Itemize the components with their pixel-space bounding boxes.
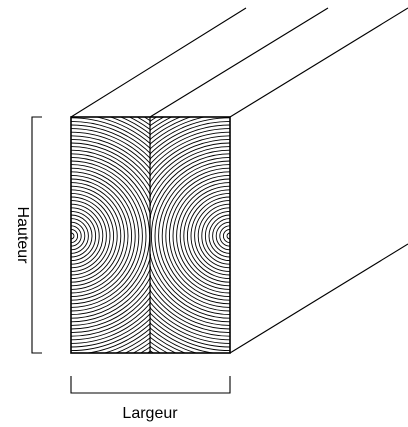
growth-ring <box>176 182 230 290</box>
width-label: Largeur <box>122 405 178 422</box>
growth-ring <box>71 232 75 240</box>
growth-ring <box>201 207 230 265</box>
growth-ring <box>183 189 230 283</box>
growth-ring <box>71 214 93 258</box>
growth-ring <box>71 178 129 294</box>
growth-ring <box>71 185 122 287</box>
growth-ring <box>154 160 230 312</box>
growth-ring <box>71 218 89 254</box>
growth-ring <box>226 232 230 240</box>
growth-ring <box>71 182 125 290</box>
growth-ring <box>71 160 147 312</box>
beam-outline <box>70 7 408 354</box>
beam-edge-top-right <box>229 7 408 118</box>
beam-edge-bottom-right <box>229 243 408 354</box>
width-bracket <box>70 376 231 394</box>
growth-ring <box>165 171 230 301</box>
beam-edge-top-left <box>70 7 247 118</box>
growth-ring <box>219 225 230 247</box>
growth-ring <box>71 164 143 308</box>
growth-ring <box>71 196 111 276</box>
growth-ring <box>71 203 104 269</box>
growth-ring <box>172 178 230 294</box>
growth-ring <box>71 189 118 283</box>
growth-ring <box>71 200 107 272</box>
growth-ring <box>71 171 136 301</box>
growth-ring <box>158 164 230 308</box>
growth-ring <box>208 214 230 258</box>
growth-ring <box>71 207 100 265</box>
growth-ring <box>194 200 230 272</box>
growth-ring <box>71 174 133 298</box>
growth-ring <box>190 196 230 276</box>
height-bracket <box>31 116 42 354</box>
height-label: Hauteur <box>14 207 31 265</box>
beam-edge-top-middle <box>149 7 329 118</box>
growth-ring <box>71 192 115 280</box>
growth-ring <box>71 167 140 305</box>
growth-ring <box>161 167 230 305</box>
growth-ring <box>212 218 230 254</box>
growth-ring <box>71 225 82 247</box>
